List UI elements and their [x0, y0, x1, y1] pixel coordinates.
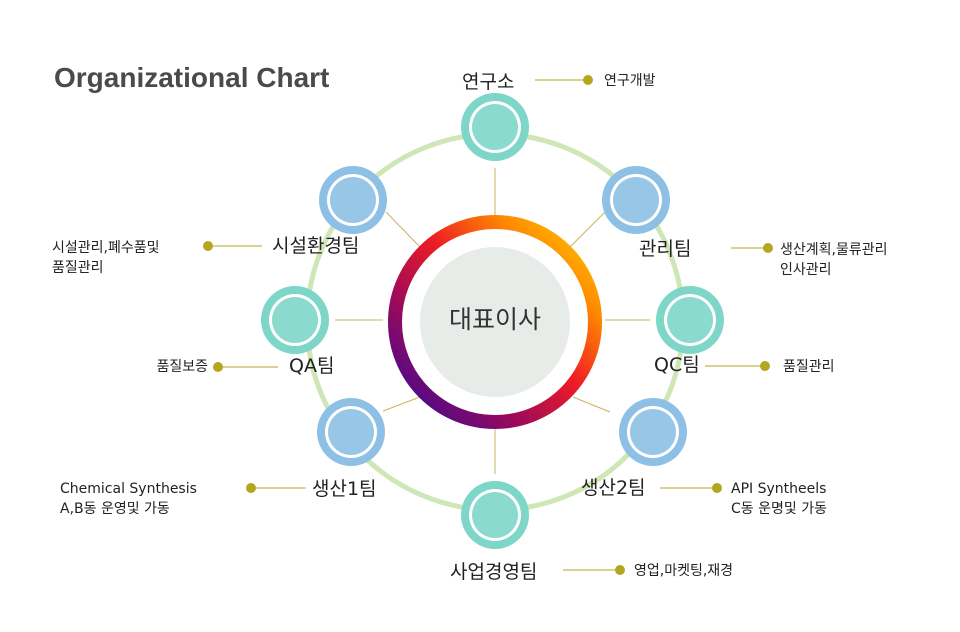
node-label-qc: QC팀: [654, 354, 700, 376]
desc-business: 영업,마켓팅,재경: [634, 561, 733, 581]
desc-line: 품질관리: [783, 359, 835, 375]
node-circle-inner: [630, 409, 676, 455]
desc-management: 생산계획,물류관리 인사관리: [780, 240, 888, 280]
desc-production2: API Syntheels C동 운명및 가동: [731, 479, 827, 519]
node-circle-qa: [261, 286, 329, 354]
desc-qc: 품질관리: [783, 357, 835, 377]
desc-facility: 시설관리,폐수품및 품질관리: [52, 238, 160, 278]
node-label-production1: 생산1팀: [312, 478, 377, 500]
desc-line: 영업,마켓팅,재경: [634, 563, 734, 579]
desc-research: 연구개발: [604, 71, 656, 91]
node-circle-inner: [330, 177, 376, 223]
node-label-qa: QA팀: [289, 355, 335, 377]
page-title: Organizational Chart: [54, 62, 330, 93]
node-circle-facility: [319, 166, 387, 234]
node-label-facility: 시설환경팀: [272, 235, 360, 257]
center-circle: [420, 247, 570, 397]
node-circle-inner: [667, 297, 713, 343]
desc-line: API Syntheels: [731, 481, 827, 497]
spoke-production2: [572, 396, 611, 413]
node-circle-inner: [328, 409, 374, 455]
desc-line: 품질관리: [52, 260, 104, 276]
node-label-business: 사업경영팀: [450, 561, 538, 583]
spoke-production1: [382, 396, 421, 412]
node-circle-inner: [472, 104, 518, 150]
desc-line: 인사관리: [780, 262, 832, 278]
node-circle-production2: [619, 398, 687, 466]
desc-line: C동 운명및 가동: [731, 501, 827, 517]
leader-lines: [208, 79, 768, 571]
node-circles: [261, 93, 724, 549]
desc-line: 연구개발: [604, 73, 656, 89]
desc-line: 품질보증: [156, 359, 208, 375]
spoke-facility: [385, 211, 421, 248]
desc-line: 시설관리,폐수품및: [52, 240, 160, 256]
node-circle-inner: [613, 177, 659, 223]
node-circle-inner: [472, 492, 518, 538]
desc-production1: Chemical Synthesis A,B동 운영및 가동: [60, 479, 236, 519]
desc-line: 생산계획,물류관리: [780, 242, 888, 258]
node-circle-research: [461, 93, 529, 161]
center-gradient-ring: [388, 215, 602, 429]
node-circle-qc: [656, 286, 724, 354]
leader-dots: [203, 75, 773, 575]
node-circle-inner: [272, 297, 318, 343]
node-circle-business: [461, 481, 529, 549]
center-label-ceo: 대표이사: [448, 305, 541, 334]
node-label-research: 연구소: [462, 71, 515, 93]
spoke-management: [569, 211, 606, 248]
desc-line: Chemical Synthesis: [60, 481, 197, 497]
node-circle-management: [602, 166, 670, 234]
node-label-production2: 생산2팀: [581, 477, 646, 499]
node-circle-production1: [317, 398, 385, 466]
node-label-management: 관리팀: [639, 238, 692, 260]
spokes: [335, 168, 650, 474]
desc-qa: 품질보증: [100, 357, 208, 377]
desc-line: A,B동 운영및 가동: [60, 501, 170, 517]
